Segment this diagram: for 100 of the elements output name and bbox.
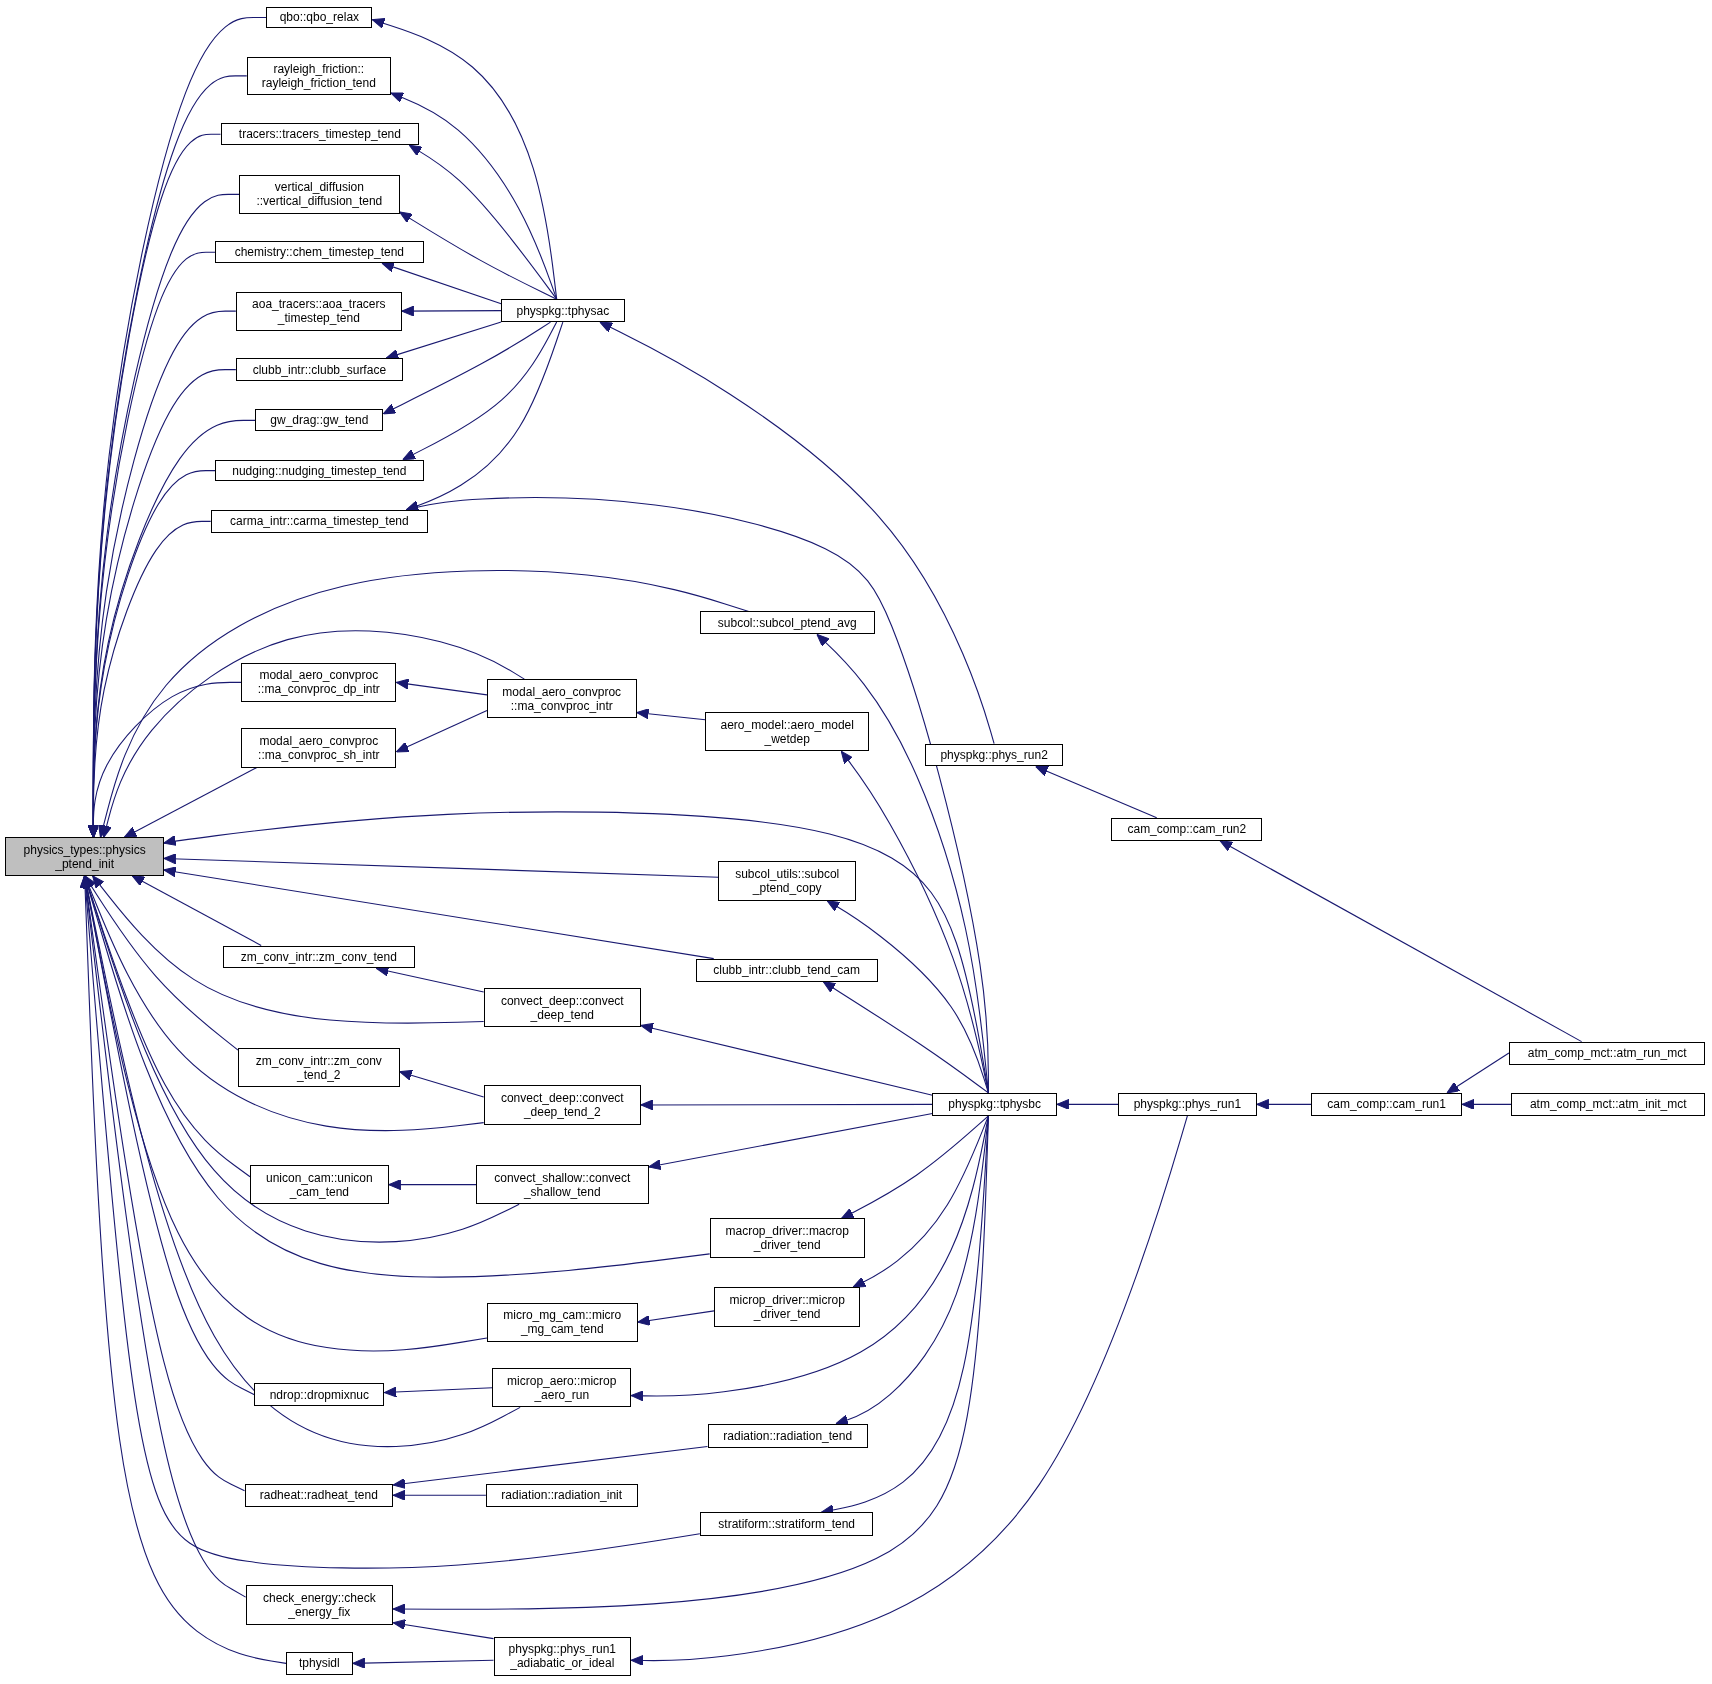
call-arrow [92, 875, 485, 1024]
function-box [1111, 817, 1263, 841]
function-name: physpkg::phys_run2 [940, 748, 1048, 762]
call-arrow [637, 1310, 715, 1326]
function-name: radheat::radheat_tend [259, 1488, 378, 1503]
function-box [705, 711, 870, 752]
function-name: subcol_utils::subcol _ptend_copy [734, 867, 841, 896]
call-arrow [163, 853, 719, 878]
call-arrow [79, 875, 287, 1664]
function-box [501, 299, 625, 323]
function-name: radiation::radiation_tend [723, 1428, 853, 1443]
function-box [485, 1483, 638, 1507]
call-arrow [599, 321, 995, 745]
function-box [5, 837, 164, 876]
call-arrow [163, 866, 715, 960]
call-arrow [163, 811, 989, 1094]
function-name: atm_comp_mct::atm_init_mct [1529, 1097, 1687, 1112]
function-box [476, 1165, 649, 1205]
function-name: radiation::radiation_init [501, 1488, 623, 1503]
call-arrow [840, 1115, 989, 1220]
function-box [493, 1636, 632, 1676]
function-box [250, 1165, 389, 1205]
function-name: tracers::tracers_timestep_tend [238, 127, 401, 142]
function-name: convect_deep::convect _deep_tend [499, 993, 625, 1022]
function-name: modal_aero_convproc ::ma_convproc_intr [501, 684, 623, 713]
function-box [215, 459, 424, 482]
call-arrow [101, 630, 525, 838]
call-arrow [381, 261, 502, 305]
function-box [695, 958, 878, 982]
call-arrow [1256, 1098, 1312, 1110]
function-box [244, 1483, 394, 1507]
call-arrow [87, 681, 242, 838]
call-arrow [1461, 1098, 1512, 1110]
call-arrow [402, 321, 558, 461]
function-name: zm_conv_intr::zm_conv _tend_2 [254, 1053, 383, 1082]
function-name: rayleigh_friction:: rayleigh_friction_tend [260, 61, 377, 90]
call-arrow [399, 1069, 485, 1098]
call-arrow [1219, 840, 1583, 1043]
function-box [699, 1512, 874, 1537]
function-box [241, 662, 397, 703]
function-box [254, 1383, 385, 1407]
function-name: ndrop::dropmixnuc [269, 1387, 370, 1402]
call-arrow [395, 710, 488, 753]
function-name: convect_shallow::convect _shallow_tend [493, 1170, 632, 1199]
function-box [718, 861, 856, 901]
function-name: modal_aero_convproc ::ma_convproc_sh_intr [257, 733, 381, 762]
call-arrow [123, 767, 258, 838]
call-arrow [390, 92, 558, 300]
function-name: cam_comp::cam_run1 [1327, 1097, 1446, 1112]
call-arrow [383, 1386, 493, 1398]
function-box [714, 1287, 861, 1327]
function-box [220, 123, 420, 146]
function-box [1508, 1041, 1706, 1065]
function-name: qbo::qbo_relax [279, 10, 360, 25]
call-arrow [131, 875, 262, 947]
function-name: nudging::nudging_timestep_tend [232, 463, 407, 478]
function-box [932, 1092, 1057, 1116]
function-name: physpkg::phys_run1 [1133, 1097, 1242, 1112]
function-name: zm_conv_intr::zm_conv_tend [240, 949, 397, 964]
call-arrow [408, 144, 558, 300]
function-box [709, 1218, 865, 1258]
function-name: check_energy::check _energy_fix [262, 1591, 377, 1619]
call-arrow [392, 1619, 495, 1640]
function-name: stratiform::stratiform_tend [718, 1517, 855, 1532]
function-box [239, 174, 400, 214]
function-name: modal_aero_convproc ::ma_convproc_dp_intr [256, 668, 381, 697]
call-arrow [648, 1113, 933, 1171]
call-arrow [392, 1489, 487, 1501]
call-arrow [630, 1115, 989, 1402]
function-name: chemistry::chem_timestep_tend [234, 245, 405, 260]
function-box [483, 1085, 641, 1125]
function-name: atm_comp_mct::atm_run_mct [1527, 1046, 1687, 1061]
call-arrow [630, 1115, 1188, 1666]
call-arrow [352, 1657, 495, 1669]
function-box [924, 743, 1064, 767]
call-arrow [388, 1179, 477, 1191]
call-arrow [826, 900, 989, 1094]
function-name: cam_comp::cam_run2 [1127, 822, 1247, 837]
function-name: gw_drag::gw_tend [270, 413, 369, 428]
function-name: microp_aero::microp _aero_run [506, 1373, 618, 1402]
function-name: subcol::subcol_ptend_avg [717, 615, 857, 630]
function-box [215, 241, 424, 264]
function-name: vertical_diffusion ::vertical_diffusion_tend [255, 180, 384, 209]
function-box [1118, 1092, 1257, 1116]
call-arrow [822, 981, 989, 1094]
function-name: clubb_intr::clubb_tend_cam [713, 963, 861, 978]
function-name: micro_mg_cam::micro _mg_cam_tend [502, 1308, 623, 1337]
call-arrow [385, 321, 502, 360]
call-arrow [1056, 1098, 1119, 1110]
function-box [486, 679, 637, 719]
function-box [246, 56, 391, 95]
function-box [238, 1048, 400, 1088]
function-box [707, 1423, 868, 1448]
function-box [699, 611, 875, 635]
function-name: physics_types::physics _ptend_init [22, 842, 147, 871]
call-arrow [640, 1099, 933, 1111]
function-box [266, 6, 373, 29]
function-name: physpkg::phys_run1 _adiabatic_or_ideal [507, 1642, 617, 1671]
function-box [1311, 1092, 1462, 1116]
call-arrow [401, 305, 502, 317]
